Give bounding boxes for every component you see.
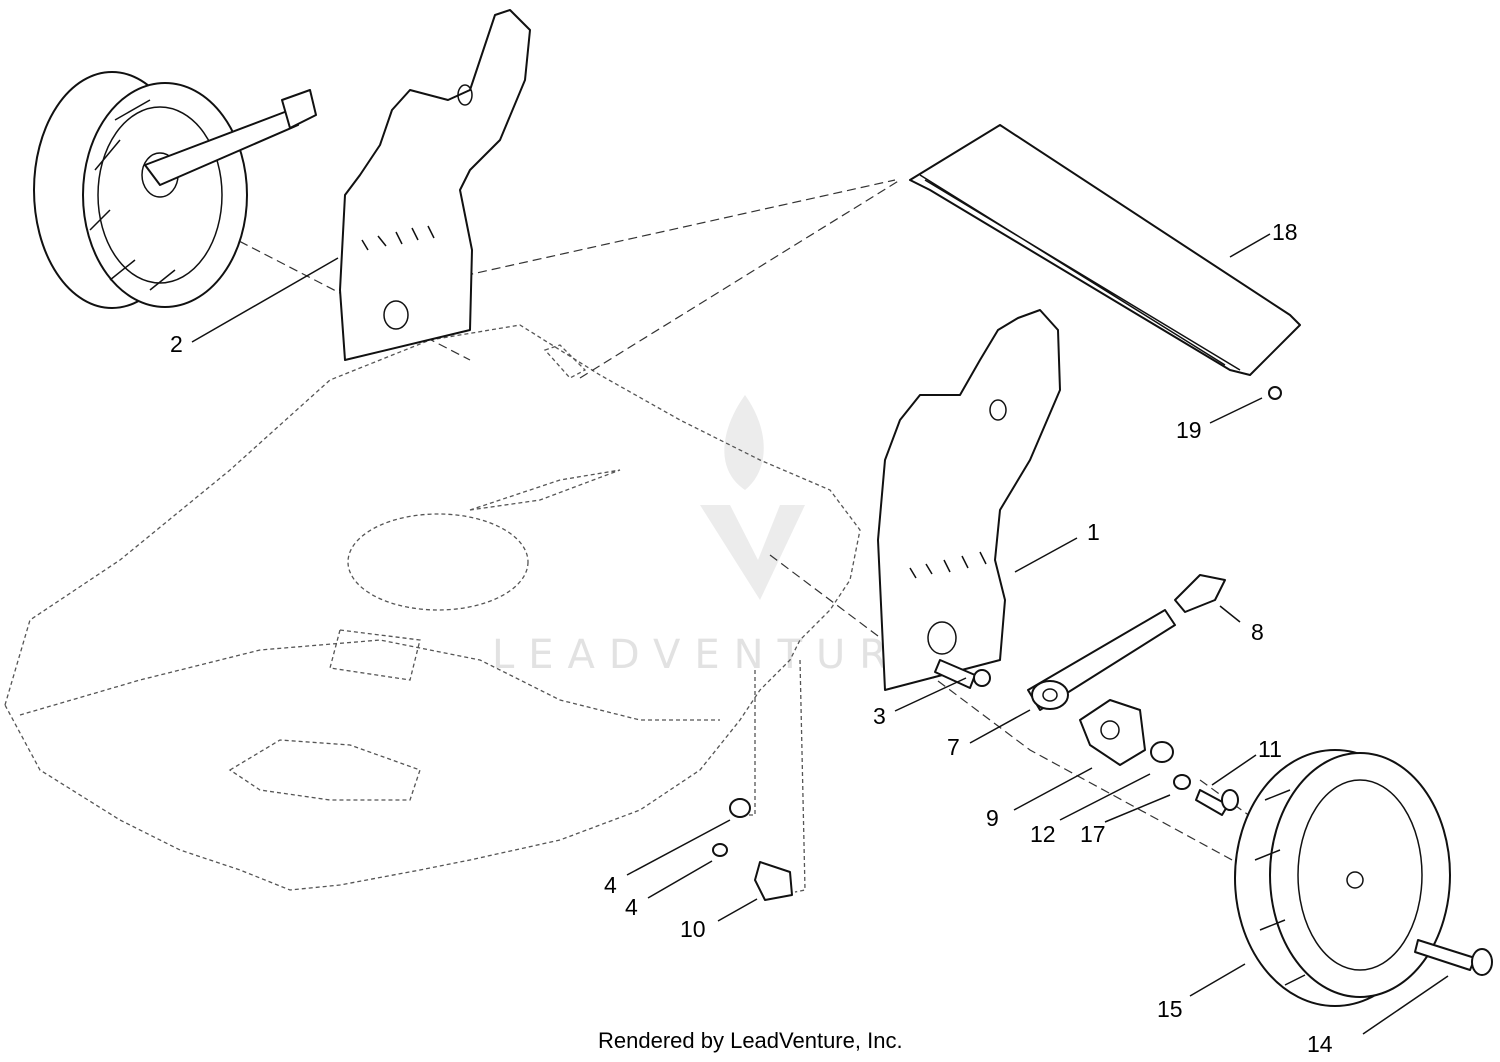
right-side-plate xyxy=(877,309,1061,691)
callout-3: 3 xyxy=(873,703,886,729)
screw-19 xyxy=(1268,386,1282,400)
callout-9: 9 xyxy=(986,805,999,831)
watermark: LEADVENTURE xyxy=(492,395,940,678)
callout-labels: 1 2 3 4 4 7 8 9 10 11 12 14 15 17 18 19 xyxy=(170,219,1333,1057)
rear-left-wheel xyxy=(33,71,317,309)
callout-10: 10 xyxy=(680,916,706,942)
watermark-text: LEADVENTURE xyxy=(492,632,940,678)
callout-15: 15 xyxy=(1157,996,1183,1022)
callout-11: 11 xyxy=(1258,736,1282,762)
leader-lines xyxy=(191,233,1449,1035)
callout-2: 2 xyxy=(170,331,183,357)
callout-8: 8 xyxy=(1251,619,1264,645)
spacers xyxy=(712,798,793,901)
callout-19: 19 xyxy=(1176,417,1202,443)
plate-9 xyxy=(1079,699,1146,766)
callout-1: 1 xyxy=(1087,519,1100,545)
left-side-plate xyxy=(339,9,531,361)
callout-7: 7 xyxy=(947,734,960,760)
callout-4b: 4 xyxy=(625,894,638,920)
callout-4a: 4 xyxy=(604,872,617,898)
height-lever xyxy=(1027,574,1226,711)
rear-bracket xyxy=(909,124,1301,376)
bolt-3 xyxy=(934,659,991,689)
washers-and-bolt xyxy=(1150,741,1239,816)
front-right-wheel xyxy=(1234,749,1493,1007)
callout-17: 17 xyxy=(1080,821,1106,847)
callout-18: 18 xyxy=(1272,219,1298,245)
callout-14: 14 xyxy=(1307,1031,1333,1057)
footer-credit: Rendered by LeadVenture, Inc. xyxy=(598,1028,903,1053)
callout-12: 12 xyxy=(1030,821,1056,847)
